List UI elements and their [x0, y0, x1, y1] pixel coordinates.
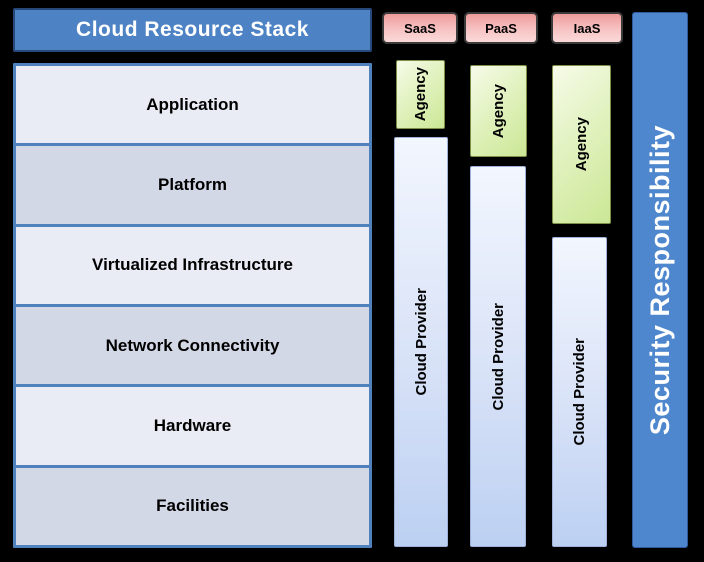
service-model-chip-iaas: IaaS — [551, 12, 623, 44]
service-model-chip-paas: PaaS — [464, 12, 538, 44]
layer-label: Network Connectivity — [105, 335, 280, 355]
security-responsibility-label: Security Responsibility — [644, 124, 675, 436]
paas-cloud-provider-bar: Cloud Provider — [470, 166, 526, 547]
stack-layer-hardware: Hardware — [16, 384, 369, 465]
stack-title-bar: Cloud Resource Stack — [13, 8, 372, 52]
layer-label: Application — [146, 94, 239, 114]
stack-layer-platform: Platform — [16, 143, 369, 224]
paas-agency-bar: Agency — [470, 65, 527, 157]
stack-layer-application: Application — [16, 66, 369, 144]
security-responsibility-bar: Security Responsibility — [632, 12, 688, 548]
cloud-provider-label: Cloud Provider — [412, 288, 430, 396]
layer-label: Facilities — [156, 496, 229, 516]
service-model-label: IaaS — [573, 20, 601, 36]
cloud-provider-label: Cloud Provider — [571, 338, 588, 446]
agency-label: Agency — [490, 83, 507, 139]
iaas-cloud-provider-bar: Cloud Provider — [552, 237, 607, 547]
stack-title-label: Cloud Resource Stack — [76, 18, 309, 41]
service-model-label: SaaS — [404, 20, 436, 36]
service-model-chip-saas: SaaS — [382, 12, 458, 44]
agency-label: Agency — [412, 67, 429, 122]
resource-stack: Application Platform Virtualized Infrast… — [13, 63, 372, 548]
agency-label: Agency — [573, 117, 590, 172]
stack-layer-facilities: Facilities — [16, 464, 369, 545]
iaas-agency-bar: Agency — [552, 65, 611, 224]
layer-label: Virtualized Infrastructure — [92, 255, 293, 275]
service-model-label: PaaS — [485, 20, 517, 36]
stack-layer-virtualized-infrastructure: Virtualized Infrastructure — [16, 223, 369, 304]
cloud-provider-label: Cloud Provider — [489, 302, 507, 411]
saas-cloud-provider-bar: Cloud Provider — [394, 137, 448, 547]
layer-label: Hardware — [153, 415, 232, 435]
stack-layer-network-connectivity: Network Connectivity — [16, 303, 369, 385]
saas-agency-bar: Agency — [396, 60, 445, 129]
layer-label: Platform — [158, 174, 227, 194]
